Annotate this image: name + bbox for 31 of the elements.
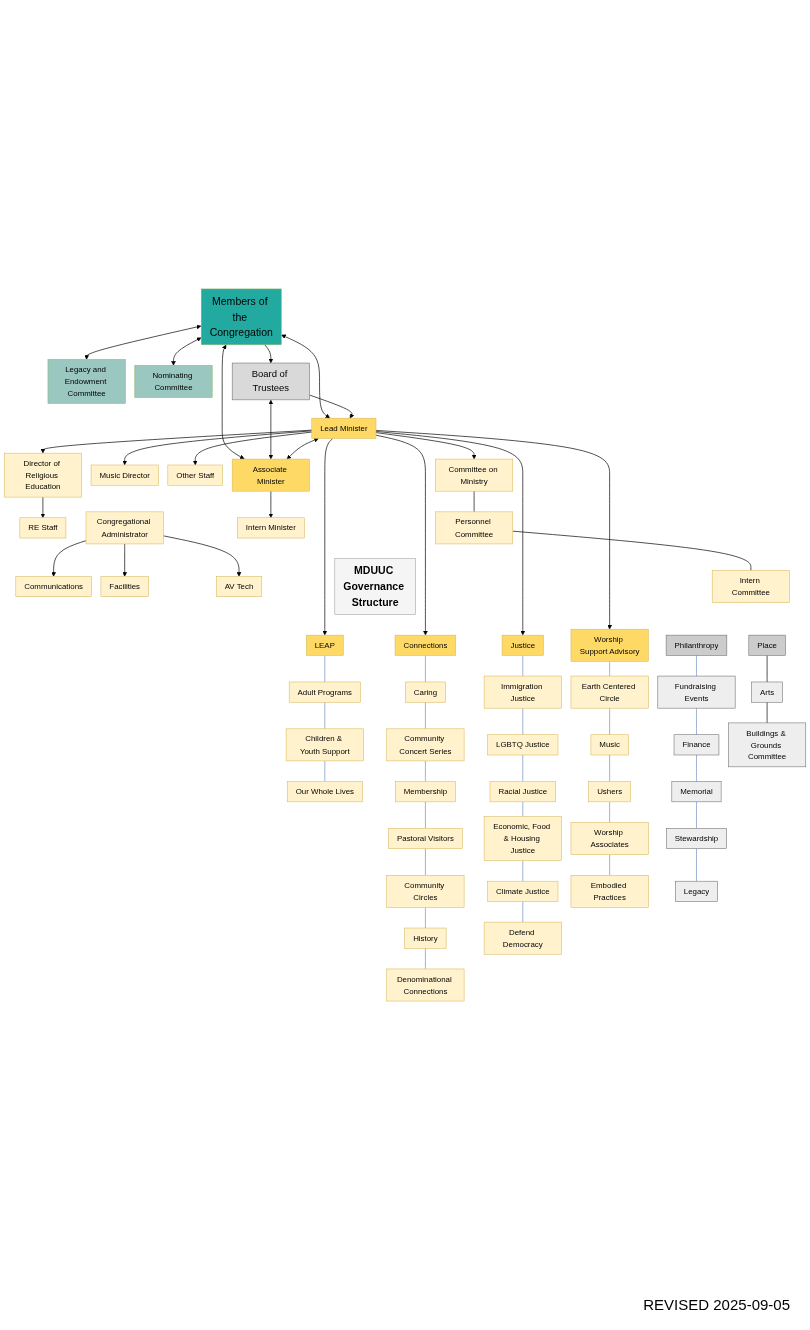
org-box: Members of the Congregation	[200, 288, 282, 345]
revision-note: REVISED 2025-09-05	[642, 1296, 790, 1313]
connector	[609, 854, 610, 876]
connector	[324, 655, 326, 683]
connector	[324, 760, 326, 782]
connector	[522, 801, 524, 817]
connector	[522, 655, 524, 677]
connector	[522, 860, 524, 882]
connector	[609, 661, 610, 677]
connector	[696, 754, 697, 782]
connector	[425, 760, 426, 782]
connector	[696, 848, 697, 882]
connector	[522, 707, 524, 736]
connector	[609, 707, 610, 736]
connector	[522, 901, 524, 923]
connector	[425, 907, 426, 929]
title-box: MDUUC Governance Structure	[334, 558, 416, 615]
connector	[609, 754, 610, 782]
connector	[425, 701, 426, 730]
connector	[425, 801, 426, 829]
connector	[425, 655, 426, 683]
connector	[522, 754, 524, 782]
connector	[696, 801, 697, 829]
connector	[609, 801, 610, 823]
org-box: Board of Trustees	[231, 362, 310, 401]
connector	[324, 701, 326, 730]
connector	[512, 530, 752, 571]
connector	[425, 947, 426, 970]
connector	[696, 655, 697, 677]
connector	[696, 707, 697, 736]
connector	[425, 848, 426, 876]
